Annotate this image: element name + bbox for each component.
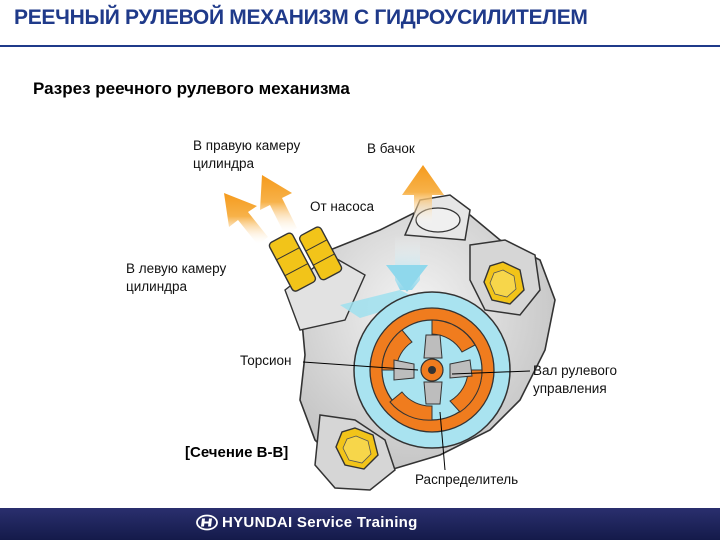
label-section: [Сечение B-B] bbox=[185, 444, 289, 461]
arrow-to-tank bbox=[402, 165, 444, 225]
label-left-chamber-line2: цилиндра bbox=[126, 279, 188, 294]
bolt-upper-right bbox=[483, 261, 525, 305]
arrow-to-right-chamber bbox=[260, 175, 297, 235]
label-distributor: Распределитель bbox=[415, 472, 519, 487]
page-title: РЕЕЧНЫЙ РУЛЕВОЙ МЕХАНИЗМ С ГИДРОУСИЛИТЕЛ… bbox=[14, 6, 588, 29]
label-right-chamber-line1: В правую камеру bbox=[193, 138, 301, 153]
fluid-channel bbox=[340, 235, 428, 318]
title-divider bbox=[0, 45, 720, 47]
pipe-fittings bbox=[268, 226, 343, 292]
label-shaft-line2: управления bbox=[533, 381, 607, 396]
leader-lines bbox=[302, 361, 531, 471]
label-left-chamber-line1: В левую камеру bbox=[126, 261, 227, 276]
section-subtitle: Разрез реечного рулевого механизма bbox=[33, 79, 350, 98]
footer-bar bbox=[0, 508, 720, 540]
arrow-to-left-chamber bbox=[224, 193, 268, 245]
label-to-tank: В бачок bbox=[367, 141, 415, 156]
bolt-lower-left bbox=[335, 427, 379, 470]
hyundai-logo-icon bbox=[196, 514, 218, 531]
label-shaft-line1: Вал рулевого bbox=[533, 363, 617, 378]
valve-cross-section bbox=[353, 291, 511, 449]
label-from-pump: От насоса bbox=[310, 199, 375, 214]
label-right-chamber-line2: цилиндра bbox=[193, 156, 255, 171]
footer-brand-text: HYUNDAI Service Training bbox=[222, 514, 418, 531]
label-torsion: Торсион bbox=[240, 353, 292, 368]
